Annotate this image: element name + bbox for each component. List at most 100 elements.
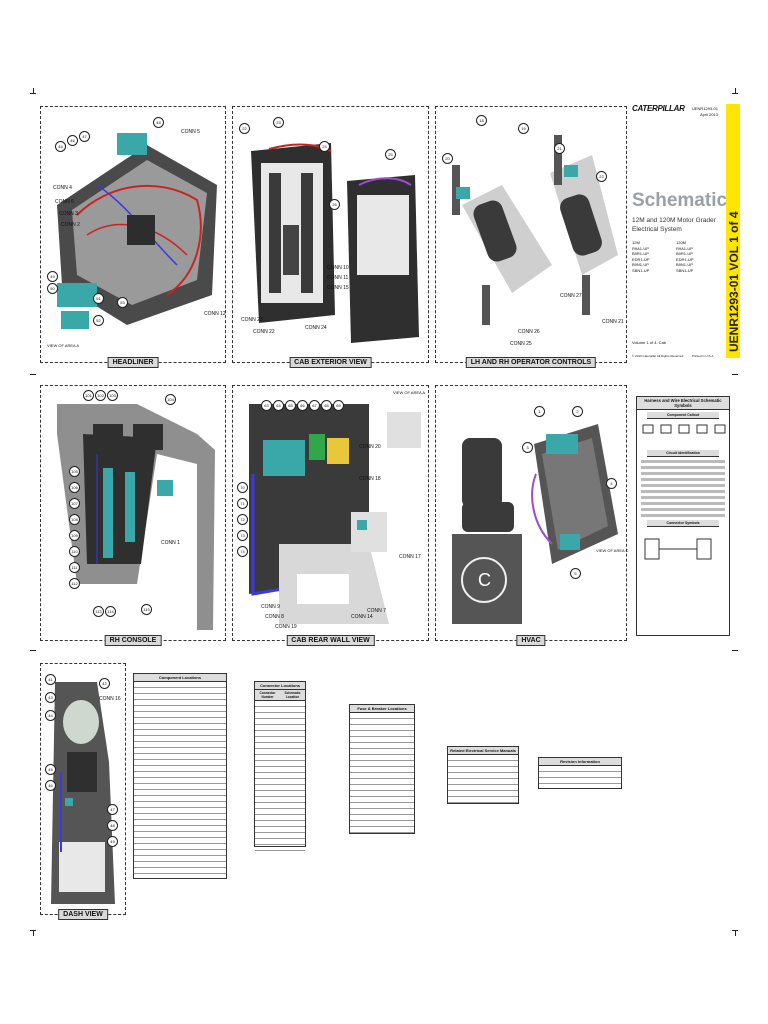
model-item: R9A1-UP (676, 245, 693, 251)
callout-marker: 5 (570, 568, 581, 579)
conn-label: CONN 24 (305, 325, 327, 331)
legend-symbols-row (642, 424, 726, 434)
col-connector-number: Connector Number (259, 691, 276, 699)
table-row (255, 821, 305, 827)
panel-label-controls: LH AND RH OPERATOR CONTROLS (465, 357, 597, 368)
table-title: Related Electrical Service Manuals (448, 747, 518, 755)
table-row (350, 755, 414, 761)
callout-marker: 46 (67, 135, 78, 146)
callout-marker: 110 (69, 546, 80, 557)
table-row (255, 845, 305, 851)
legend-title: Harness and Wire Electrical Schematic Sy… (637, 397, 729, 410)
table-row (350, 767, 414, 773)
table-row (448, 761, 518, 767)
table-row (350, 779, 414, 785)
conn-label: CONN 25 (510, 341, 532, 347)
conn-label: CONN 17 (399, 554, 421, 560)
conn-label: CONN 20 (359, 444, 381, 450)
subtitle-line-1: 12M and 120M Motor Grader (632, 217, 716, 224)
legend-line (641, 466, 725, 469)
callout-marker: 72 (237, 514, 248, 525)
model-item: EDR1-UP (676, 256, 694, 262)
table-row (350, 773, 414, 779)
table-row (134, 850, 226, 856)
revision-table: Revision Information (538, 757, 622, 789)
callout-marker: 4 (606, 478, 617, 489)
conn-label: CONN 1 (161, 540, 180, 546)
table-row (255, 809, 305, 815)
table-row (134, 844, 226, 850)
table-row (350, 743, 414, 749)
callout-marker: 101 (83, 390, 94, 401)
related-docs-table: Related Electrical Service Manuals (447, 746, 519, 804)
fuse-breaker-table: Fuse & Breaker Locations (349, 704, 415, 834)
conn-label: CONN 9 (261, 604, 280, 610)
table-row (134, 754, 226, 760)
table-row (255, 839, 305, 845)
table-row (134, 808, 226, 814)
callout-marker: 65 (285, 400, 296, 411)
callout-marker: 108 (69, 514, 80, 525)
callout-marker: 47 (79, 131, 90, 142)
table-row (134, 700, 226, 706)
legend-line (641, 460, 725, 463)
table-row (448, 767, 518, 773)
table-row (255, 833, 305, 839)
callout-marker: 25 (385, 149, 396, 160)
callout-marker: 43 (45, 692, 56, 703)
volume-note: Volume 1 of 4: Cab (632, 340, 667, 345)
table-row (134, 766, 226, 772)
table-row (350, 713, 414, 719)
callout-marker: 70 (237, 482, 248, 493)
rh-console-drawing (57, 404, 215, 630)
callout-marker: 49 (107, 836, 118, 847)
table-row (134, 724, 226, 730)
callout-marker: 2 (572, 406, 583, 417)
table-rows (134, 682, 226, 874)
component-locations-table: Component Locations (133, 673, 227, 879)
table-row (350, 803, 414, 809)
callout-marker: 1 (534, 406, 545, 417)
table-row (134, 730, 226, 736)
callout-marker: 111 (69, 562, 80, 573)
callout-marker: 18 (476, 115, 487, 126)
table-row (448, 791, 518, 797)
printed-in: Printed in U.S.A. (692, 354, 715, 358)
table-rows (350, 713, 414, 833)
table-row (134, 862, 226, 868)
headliner-panel: CONN 5 CONN 4 CONN 6 CONN 3 CONN 2 CONN … (40, 106, 226, 368)
callout-marker: 22 (596, 171, 607, 182)
conn-label: CONN 4 (53, 185, 72, 191)
table-row (255, 815, 305, 821)
model-item: R9A1-UP (632, 245, 649, 251)
conn-label: CONN 12 (204, 311, 226, 317)
table-row (134, 778, 226, 784)
volume-strip-text: UENR1293-01 VOL 1 of 4 (727, 211, 741, 352)
callout-marker: 64 (273, 400, 284, 411)
table-row (255, 725, 305, 731)
rh-console-panel: CONN 1 101 102 103 104 105 106 107 108 1… (40, 385, 226, 646)
callout-marker: 107 (69, 498, 80, 509)
callout-marker: 45 (45, 764, 56, 775)
conn-label: CONN 11 (327, 275, 349, 281)
legend-line (641, 502, 725, 505)
table-title: Component Locations (134, 674, 226, 682)
copyright: © 2013 Caterpillar All Rights Reserved (632, 354, 684, 358)
callout-marker: 63 (261, 400, 272, 411)
legend-line (641, 478, 725, 481)
conn-label: CONN 23 (241, 317, 263, 323)
table-row (448, 773, 518, 779)
table-column-header: Connector Number Schematic Location (255, 690, 305, 701)
table-row (255, 737, 305, 743)
callout-marker: 44 (45, 710, 56, 721)
table-row (134, 772, 226, 778)
table-row (134, 712, 226, 718)
conn-label: CONN 7 (367, 608, 386, 614)
table-row (539, 766, 621, 772)
conn-label: CONN 10 (327, 265, 349, 271)
table-title: Revision Information (539, 758, 621, 766)
model-item: B9N1-UP (676, 262, 693, 267)
table-row (134, 742, 226, 748)
schematic-subtitle: 12M and 120M Motor Grader Electrical Sys… (632, 216, 716, 234)
symbols-legend: Harness and Wire Electrical Schematic Sy… (636, 396, 730, 636)
